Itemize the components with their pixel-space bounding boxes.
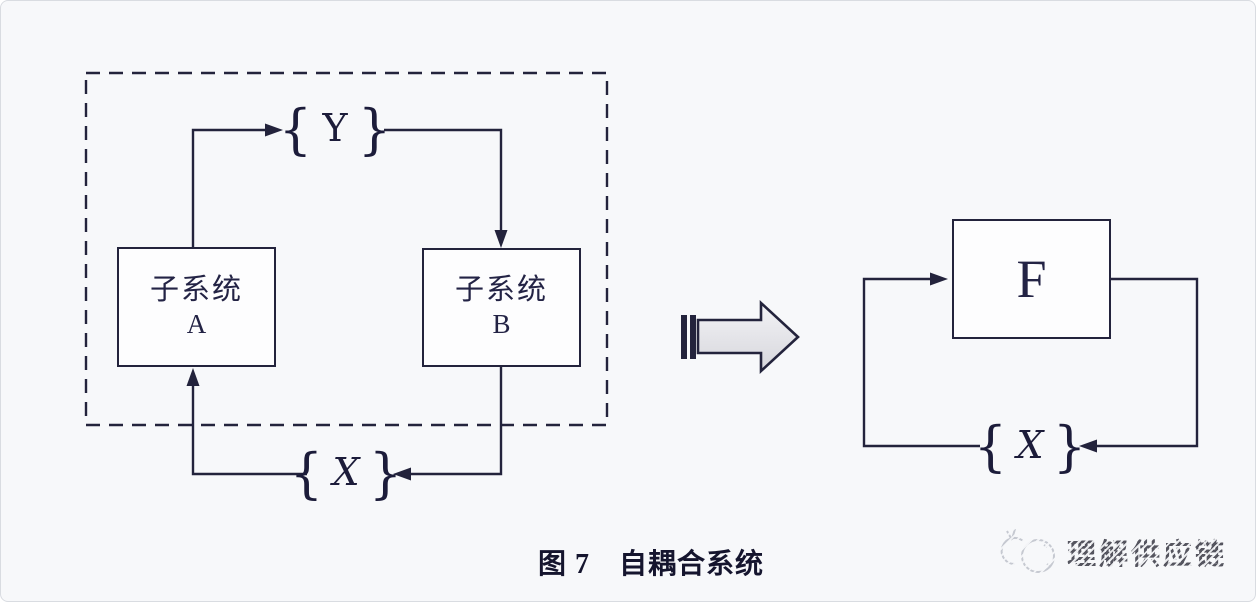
logo-arc [1000,537,1024,566]
right-arrowheads [930,272,1097,453]
left-brace-icon: { [973,415,1007,479]
arrowhead-into-y [265,123,283,137]
arrowhead-into-f [930,272,948,286]
arrowhead-into-b [494,230,508,248]
subsystem-a-label: 子系统 [149,273,243,306]
self-coupled-connectors [862,277,1199,448]
logo-circle [1021,539,1055,573]
connector-a-to-y [191,128,265,247]
connector-y-to-b [384,128,503,230]
subsystem-b-label: 子系统 [454,274,548,307]
arrowhead-into-a [186,368,200,386]
signal-x2-node: { X } [974,415,1086,479]
left-brace-icon: { [278,98,312,162]
function-f-letter: F [1016,249,1047,309]
right-brace-icon: } [369,442,403,506]
right-brace-icon: } [358,98,392,162]
subsystem-a-letter: A [186,308,207,339]
signal-y-node: { Y } [279,98,391,162]
watermark-logo-icon [1000,528,1055,573]
connector-f-to-x2 [1097,277,1199,448]
transform-arrow [681,300,800,374]
transform-arrow-tail-bar-2 [690,315,696,359]
coupled-system-connectors [191,128,503,476]
subsystem-b-letter: B [492,309,511,340]
transform-arrow-body [696,300,800,374]
signal-y-letter: Y [322,106,348,150]
transform-arrow-tail-bar-1 [681,315,687,359]
function-f-box: F [952,219,1111,339]
right-brace-icon: } [1053,415,1087,479]
subsystem-a-box: 子系统 A [117,247,276,367]
signal-x-letter: X [332,450,360,494]
figure-caption: 图 7 自耦合系统 [537,549,764,580]
arrowhead-into-x2 [1079,439,1097,453]
connector-x-to-a [191,386,307,476]
arrowhead-into-x [393,467,411,481]
logo-dots [1043,544,1052,568]
system-boundary-dashed-box [84,71,609,427]
watermark-text: 理解供应链 [1067,539,1228,571]
subsystem-b-box: 子系统 B [422,248,581,367]
connector-x2-to-f [862,277,980,448]
left-brace-icon: { [289,442,323,506]
connector-b-to-x [411,367,503,476]
signal-x2-letter: X [1016,423,1044,467]
signal-x-node: { X } [290,442,402,506]
left-arrowheads [186,123,508,481]
